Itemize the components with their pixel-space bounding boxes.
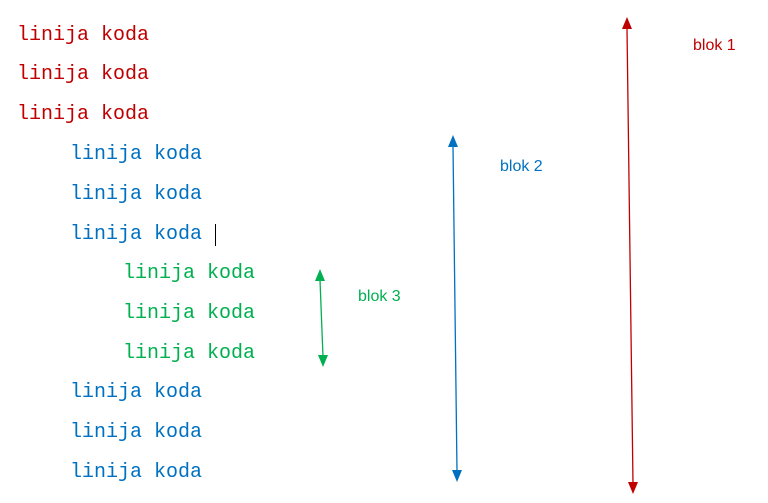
code-line: linija koda (70, 461, 203, 484)
text-cursor (215, 224, 216, 246)
block-1-label: blok 1 (693, 37, 736, 54)
block-2-arrow (448, 135, 462, 482)
block-3-arrow (315, 269, 328, 367)
code-line: linija koda (123, 342, 256, 365)
code-line: linija koda (123, 302, 256, 325)
code-line: linija koda (17, 103, 150, 126)
code-line: linija koda (70, 183, 203, 206)
code-line: linija koda (17, 63, 150, 86)
code-line: linija koda (70, 223, 203, 246)
code-line: linija koda (70, 421, 203, 444)
block-2-label: blok 2 (500, 158, 543, 175)
block-3-label: blok 3 (358, 288, 401, 305)
block-1-arrow (622, 17, 638, 494)
code-line: linija koda (70, 143, 203, 166)
code-line: linija koda (123, 262, 256, 285)
code-line: linija koda (70, 381, 203, 404)
code-line: linija koda (17, 24, 150, 47)
